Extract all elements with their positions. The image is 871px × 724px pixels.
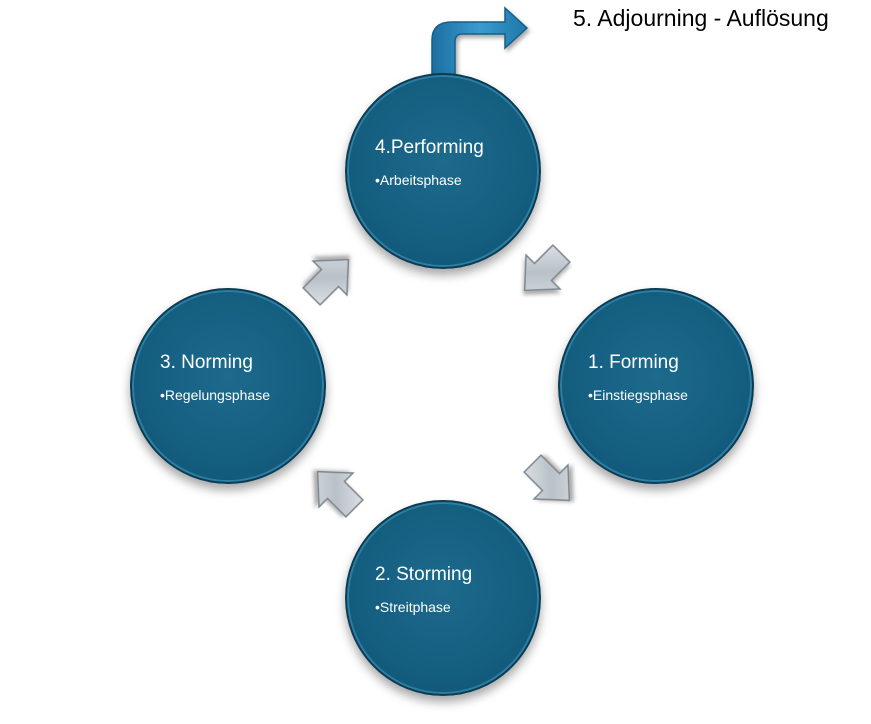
- stage-norming-title: 3. Norming: [160, 352, 253, 373]
- arrow-norming-to-performing: [302, 258, 350, 306]
- stage-performing-title: 4.Performing: [375, 137, 484, 158]
- stage-norming-subtitle: •Regelungsphase: [160, 387, 270, 403]
- stage-storming-title: 2. Storming: [375, 564, 473, 585]
- adjourning-label: 5. Adjourning - Auflösung: [573, 5, 829, 31]
- stage-performing: 4.Performing •Arbeitsphase: [345, 73, 541, 269]
- arrow-storming-to-norming: [316, 470, 364, 518]
- stage-storming-subtitle: •Streitphase: [375, 599, 451, 615]
- stage-forming: 1. Forming •Einstiegsphase: [558, 288, 754, 484]
- arrow-performing-to-forming: [523, 244, 571, 292]
- stage-storming: 2. Storming •Streitphase: [345, 500, 541, 696]
- arrow-forming-to-storming: [523, 454, 571, 502]
- exit-arrow: [431, 6, 529, 101]
- stage-forming-subtitle: •Einstiegsphase: [588, 387, 688, 403]
- stage-norming: 3. Norming •Regelungsphase: [130, 288, 326, 484]
- stage-forming-title: 1. Forming: [588, 352, 679, 373]
- stage-performing-subtitle: •Arbeitsphase: [375, 172, 462, 188]
